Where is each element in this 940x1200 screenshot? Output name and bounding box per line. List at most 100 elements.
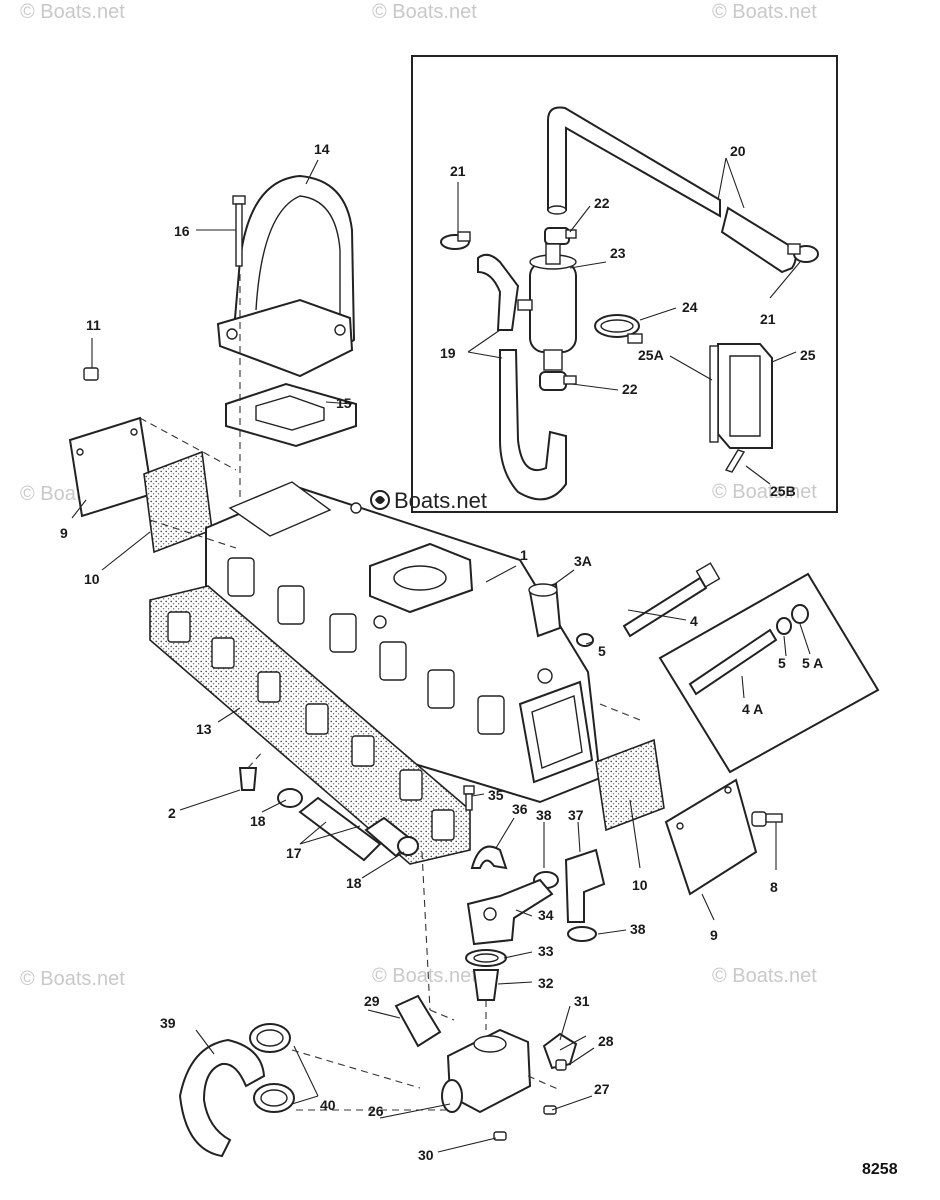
callout-25b: 25B bbox=[770, 483, 796, 499]
brand-mark: Boats.net bbox=[370, 488, 487, 513]
callout-19: 19 bbox=[440, 345, 456, 361]
watermark-text: © Boats.net bbox=[712, 1, 817, 23]
clip-36 bbox=[470, 845, 508, 870]
watermark-text: © Boats.net bbox=[372, 965, 477, 987]
screw-27 bbox=[543, 1105, 557, 1115]
plug-11 bbox=[83, 367, 99, 381]
watermark-layer: © Boats.net © Boats.net © Boats.net © Bo… bbox=[20, 1, 817, 990]
callout-4a: 4 A bbox=[742, 701, 763, 717]
callout-8: 8 bbox=[770, 879, 778, 895]
callout-37: 37 bbox=[568, 807, 584, 823]
callout-18-lower: 18 bbox=[346, 875, 362, 891]
cover-9-left bbox=[68, 416, 154, 518]
stud-4a bbox=[688, 628, 778, 696]
callout-24: 24 bbox=[682, 299, 698, 315]
exhaust-elbow-14 bbox=[216, 174, 356, 378]
bolt-4 bbox=[622, 562, 721, 638]
gasket-10-right bbox=[595, 738, 665, 832]
callout-5a: 5 A bbox=[802, 655, 823, 671]
callout-13: 13 bbox=[196, 721, 212, 737]
bolt-8 bbox=[751, 811, 783, 827]
callout-5: 5 bbox=[598, 643, 606, 659]
callout-14: 14 bbox=[314, 141, 330, 157]
cover-9-right bbox=[664, 778, 758, 896]
callout-36: 36 bbox=[512, 801, 528, 817]
callout-40: 40 bbox=[320, 1097, 336, 1113]
elbow-31 bbox=[542, 1032, 578, 1070]
thermostat-32 bbox=[472, 969, 500, 1001]
watermark-text: © Boats.net bbox=[372, 1, 477, 23]
watermark-text: © Boats.net bbox=[20, 968, 125, 990]
figure-number: 8258 bbox=[862, 1161, 898, 1178]
gasket-13 bbox=[149, 585, 471, 865]
callout-30: 30 bbox=[418, 1147, 434, 1163]
callout-1: 1 bbox=[520, 547, 528, 563]
callout-5-inset: 5 bbox=[778, 655, 786, 671]
clamp-18-upper bbox=[277, 788, 303, 808]
callout-34: 34 bbox=[538, 907, 554, 923]
washer-5 bbox=[576, 633, 594, 647]
callout-23: 23 bbox=[610, 245, 626, 261]
gasket-33 bbox=[465, 949, 507, 967]
plug-2 bbox=[238, 767, 258, 791]
callout-21-left: 21 bbox=[450, 163, 466, 179]
clamp-40-lower bbox=[253, 1083, 295, 1113]
callout-28: 28 bbox=[598, 1033, 614, 1049]
callout-26: 26 bbox=[368, 1103, 384, 1119]
callout-31: 31 bbox=[574, 993, 590, 1009]
callout-25a: 25A bbox=[638, 347, 664, 363]
screw-35 bbox=[463, 785, 475, 811]
callout-17: 17 bbox=[286, 845, 302, 861]
callout-22-upper: 22 bbox=[594, 195, 610, 211]
inset-frame bbox=[411, 55, 838, 513]
clamp-18-lower bbox=[397, 836, 419, 856]
bracket-25 bbox=[709, 343, 773, 473]
gasket-29 bbox=[394, 994, 442, 1048]
stud-inset-frame bbox=[658, 572, 880, 774]
callout-15: 15 bbox=[336, 395, 352, 411]
callout-10-right: 10 bbox=[632, 877, 648, 893]
callout-9-right: 9 bbox=[710, 927, 718, 943]
clamp-24 bbox=[594, 314, 643, 344]
callout-18-upper: 18 bbox=[250, 813, 266, 829]
callout-2: 2 bbox=[168, 805, 176, 821]
callout-labels: 1 2 3A 4 4 A 5 5 5 A 8 9 9 10 10 11 13 1… bbox=[60, 141, 823, 1163]
clamp-22-lower bbox=[539, 371, 577, 391]
boats-net-logo-icon bbox=[370, 490, 390, 510]
housing-26 bbox=[441, 1028, 532, 1114]
watermark-text: © Boats.net bbox=[20, 1, 125, 23]
callout-27: 27 bbox=[594, 1081, 610, 1097]
callout-16: 16 bbox=[174, 223, 190, 239]
hose-20 bbox=[547, 106, 797, 274]
clamp-21-right bbox=[787, 243, 819, 263]
callout-38-lower: 38 bbox=[630, 921, 646, 937]
callout-10-left: 10 bbox=[84, 571, 100, 587]
thermostat-housing-34 bbox=[466, 878, 554, 946]
callout-39: 39 bbox=[160, 1015, 176, 1031]
callout-29: 29 bbox=[364, 993, 380, 1009]
watermark-text: © Boats.net bbox=[712, 965, 817, 987]
separator-23 bbox=[517, 243, 577, 371]
callout-25: 25 bbox=[800, 347, 816, 363]
callout-11: 11 bbox=[86, 317, 101, 333]
screw-30 bbox=[493, 1131, 507, 1141]
callout-32: 32 bbox=[538, 975, 554, 991]
alignment-lines bbox=[139, 274, 641, 1111]
callout-22-lower: 22 bbox=[622, 381, 638, 397]
hose-19 bbox=[477, 253, 567, 501]
callout-9-left: 9 bbox=[60, 525, 68, 541]
gasket-15 bbox=[225, 382, 357, 448]
callout-35: 35 bbox=[488, 787, 504, 803]
fitting-3a bbox=[528, 582, 562, 638]
brand-label: Boats.net bbox=[394, 488, 487, 513]
plug-28 bbox=[555, 1059, 567, 1071]
washer-5-inset bbox=[776, 617, 792, 635]
leader-lines bbox=[71, 157, 811, 1153]
clamp-21-left bbox=[440, 231, 471, 250]
callout-20: 20 bbox=[730, 143, 746, 159]
hose-39 bbox=[178, 1038, 266, 1158]
nut-5a bbox=[791, 604, 809, 624]
elbow-37 bbox=[564, 848, 606, 923]
callout-38-upper: 38 bbox=[536, 807, 552, 823]
